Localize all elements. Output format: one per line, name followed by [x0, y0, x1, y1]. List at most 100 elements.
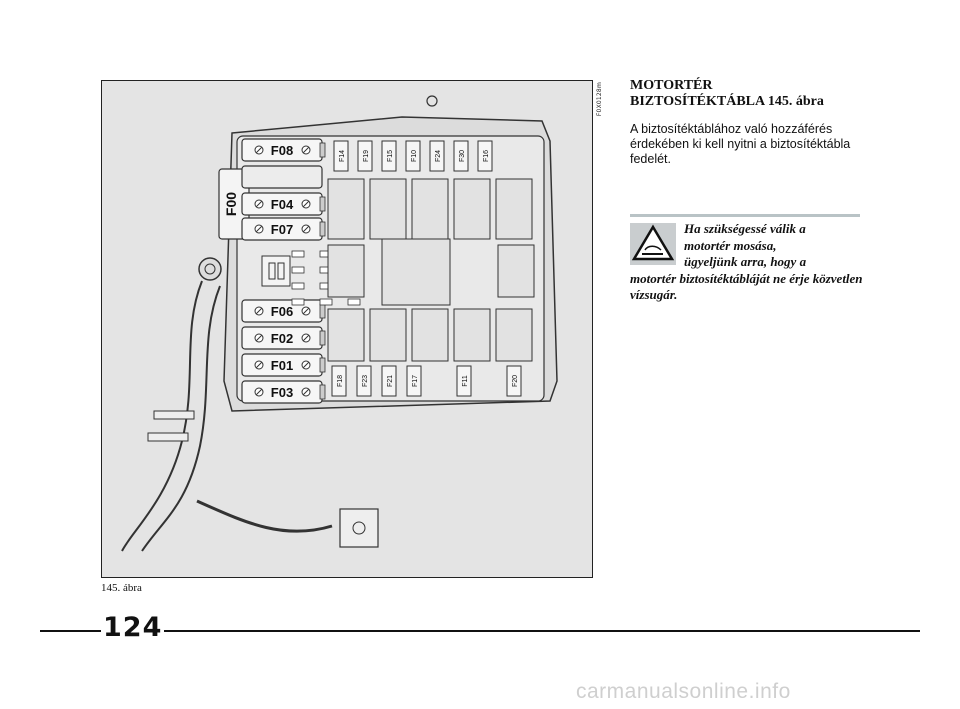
relay-block: [497, 244, 535, 298]
large-fuse-label: F01: [271, 358, 293, 373]
warning-line-3: ügyeljünk arra, hogy a: [684, 254, 807, 269]
top-mini-fuse-label: F19: [363, 150, 370, 162]
fuse-screw-slot: [302, 361, 310, 369]
terminal-bolt: [352, 521, 366, 535]
large-fuse: F04: [241, 192, 326, 216]
relay-block: [495, 178, 533, 240]
bottom-mini-fuse-body: [406, 365, 422, 397]
bottom-mini-fuse: F18: [331, 365, 347, 397]
fuse-screw-slot: [302, 307, 310, 315]
relay-block: [327, 244, 365, 298]
bottom-mini-fuse: F20: [506, 365, 522, 397]
bottom-mini-fuse: F23: [356, 365, 372, 397]
fuse-screw-slot: [302, 146, 310, 154]
top-mini-fuse: F30: [453, 140, 469, 172]
top-mini-fuse: F19: [357, 140, 373, 172]
large-fuse-tab: [319, 384, 326, 400]
large-fuse: F02: [241, 326, 326, 350]
fuse-screw-slot: [255, 225, 263, 233]
large-fuse: F08: [241, 138, 326, 162]
ground-cable-inner: [141, 285, 221, 552]
top-mini-fuse-label: F30: [459, 150, 466, 162]
large-fuse: F06: [241, 299, 326, 323]
top-mini-fuse-label: F10: [411, 150, 418, 162]
top-mini-fuse: F24: [429, 140, 445, 172]
relay-block: [411, 308, 449, 362]
fuse-screw-slot: [255, 146, 263, 154]
bottom-mini-fuse-label: F23: [362, 375, 369, 387]
fuse-screw-slot: [255, 307, 263, 315]
relay-block: [453, 178, 491, 240]
large-fuse-tab: [319, 142, 326, 158]
fuse-screw-slot: [255, 200, 263, 208]
warning-text: Ha szükségessé válik a motortér mosása, …: [630, 221, 870, 304]
warning-line-1: Ha szükségessé válik a: [684, 221, 806, 236]
bottom-mini-fuse-body: [381, 365, 397, 397]
fuse-screw-slot: [302, 200, 310, 208]
bottom-mini-fuse-label: F18: [337, 375, 344, 387]
heading-line-1: MOTORTÉR: [630, 78, 713, 93]
top-mini-fuse-body: [381, 140, 397, 172]
large-fuse-label: F07: [271, 222, 293, 237]
figure-code: F0X0128m: [596, 82, 603, 117]
mini-slot: [291, 298, 305, 306]
relay-block: [453, 308, 491, 362]
relay-block: [369, 308, 407, 362]
battery-post: [198, 257, 222, 281]
bottom-mini-fuse-body: [456, 365, 472, 397]
top-mini-fuse: F16: [477, 140, 493, 172]
large-fuse-tab: [319, 330, 326, 346]
relay-block-large: [381, 238, 451, 306]
bottom-mini-fuse: F17: [406, 365, 422, 397]
bottom-mini-fuse: F21: [381, 365, 397, 397]
mini-slot: [291, 282, 305, 290]
warning-line-rest: motortér biztosítéktábláját ne érje közv…: [630, 270, 863, 303]
relay-pin: [277, 262, 285, 280]
fuse-screw-slot: [302, 225, 310, 233]
large-fuse: F01: [241, 353, 326, 377]
top-mini-fuse-label: F24: [435, 150, 442, 162]
bottom-mini-fuse-body: [506, 365, 522, 397]
mini-slot: [319, 298, 333, 306]
section-heading: MOTORTÉR BIZTOSÍTÉKTÁBLA 145. ábra: [630, 78, 880, 110]
top-mini-fuse-label: F15: [387, 150, 394, 162]
fuse-f00-label: F00: [223, 192, 239, 216]
relay-block: [327, 178, 365, 240]
ground-wire: [196, 499, 333, 533]
bottom-mini-fuse-body: [356, 365, 372, 397]
top-mini-fuse-body: [405, 140, 421, 172]
top-mini-fuse: F14: [333, 140, 349, 172]
bottom-mini-fuse-body: [331, 365, 347, 397]
large-fuse-label: F06: [271, 304, 293, 319]
large-fuse-slot-body: [241, 165, 323, 189]
top-mini-fuse-body: [357, 140, 373, 172]
cable-clip: [153, 410, 195, 420]
page-number: 124: [101, 612, 165, 643]
mount-hole: [426, 95, 438, 107]
fuse-screw-slot: [255, 334, 263, 342]
bottom-mini-fuse-label: F17: [412, 375, 419, 387]
large-fuse-label: F04: [271, 197, 294, 212]
large-fuse-label: F08: [271, 143, 293, 158]
watermark: carmanualsonline.info: [576, 680, 791, 703]
fuse-screw-slot: [302, 388, 310, 396]
top-mini-fuse-body: [453, 140, 469, 172]
ground-terminal: [339, 508, 379, 548]
large-fuse-label: F03: [271, 385, 293, 400]
top-mini-fuse-body: [477, 140, 493, 172]
warning-line-2: motortér mosása,: [684, 237, 777, 253]
large-fuse: F07: [241, 217, 326, 241]
top-mini-fuse: F15: [381, 140, 397, 172]
section-body: A biztosítéktáblához való hozzáférés érd…: [630, 122, 851, 166]
fuse-screw-slot: [255, 361, 263, 369]
bottom-mini-fuse: F11: [456, 365, 472, 397]
relay-block: [327, 308, 365, 362]
large-fuse-tab: [319, 357, 326, 373]
warning-triangle-icon: [630, 223, 676, 265]
top-mini-fuse-body: [333, 140, 349, 172]
bottom-mini-fuse-label: F20: [512, 375, 519, 387]
large-fuse-tab: [319, 303, 326, 319]
fuse-screw-slot: [255, 388, 263, 396]
